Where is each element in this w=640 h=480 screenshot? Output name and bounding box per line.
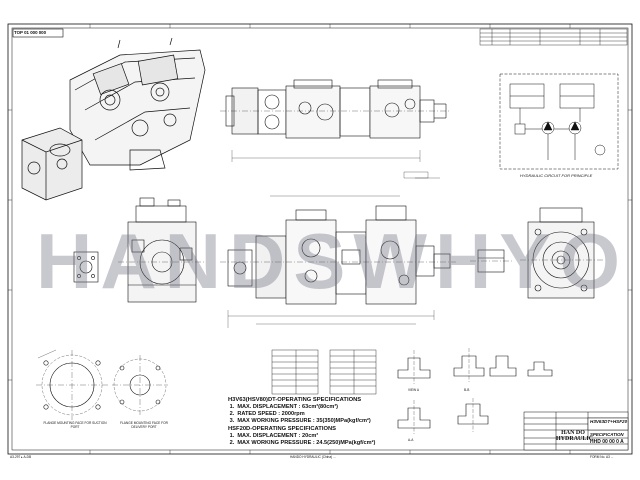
spec-title-h3v63: H3V63(HSV80)DT-OPERATING SPECIFICATIONS (228, 397, 362, 403)
footer-left: A3-297 ▸ A-DB (10, 455, 32, 459)
spec-item: 2. MAX WORKING PRESSURE : 24.5(250)MPa(k… (229, 440, 376, 446)
flange-small-left (73, 251, 99, 283)
title-block-model: H3V63DT+HSF20 (590, 419, 628, 424)
pump-top-view (220, 79, 450, 162)
spec-item: 2. RATED SPEED : 2000rpm (229, 411, 305, 417)
watermark-text: HANDSWHYO (36, 217, 628, 305)
footer-right: FORM No. A3 ... (590, 455, 614, 459)
flange-suction-label: FLANGE MOUNTING FACE FOR SUCTION PORT (43, 421, 107, 429)
shaft-end-view (470, 249, 512, 273)
spec-item: 3. MAX WORKING PRESSURE : 35(350)MPa(kgf… (229, 418, 371, 424)
footer-center: HANDO HYDRAULIC (China) ... (290, 455, 336, 459)
pump-right-end-view (520, 207, 604, 299)
spline-table-1 (271, 349, 319, 395)
spec-block-hsf20d: HSF20D-OPERATING SPECIFICATIONS 1. MAX. … (228, 426, 375, 447)
section-b-label: B-B (464, 388, 470, 392)
company-logo-text: HAN DO HYDRAULIC (556, 430, 594, 442)
hydraulic-circuit-label: HYDRAULIC CIRCUIT FOR PRINCIPLE (520, 173, 593, 178)
spec-block-h3v63: H3V63(HSV80)DT-OPERATING SPECIFICATIONS … (228, 397, 371, 425)
inner-border (11, 27, 629, 451)
pump-left-side-view (118, 197, 206, 303)
spec-item: 1. MAX. DISPLACEMENT : 20cm³ (229, 433, 319, 439)
flange-delivery-drawing (112, 355, 168, 415)
top-left-drawing-number: TOP 01 000 000 (14, 30, 47, 35)
view-a-label: VIEW A (408, 388, 419, 392)
section-a-label: A-A (408, 438, 414, 442)
port-detail-sections (397, 348, 553, 434)
flange-delivery-label: FLANGE MOUNTING FACE FOR DELIVERY PORT (120, 421, 168, 429)
spec-item: 1. MAX. DISPLACEMENT : 63cm³(80cm³) (229, 404, 339, 410)
pump-front-view (220, 171, 456, 328)
title-block (523, 411, 629, 451)
spec-title-hsf20d: HSF20D-OPERATING SPECIFICATIONS (228, 426, 337, 432)
flange-suction-drawing (36, 349, 108, 420)
hydraulic-circuit (499, 73, 619, 170)
title-block-drawing-number: HHD 00 00 0 A (590, 439, 624, 445)
pump-isometric (21, 37, 206, 201)
title-block-sheet-title: SPECIFICATION (590, 432, 624, 437)
spline-table-2 (329, 349, 377, 395)
outer-border (7, 23, 633, 455)
